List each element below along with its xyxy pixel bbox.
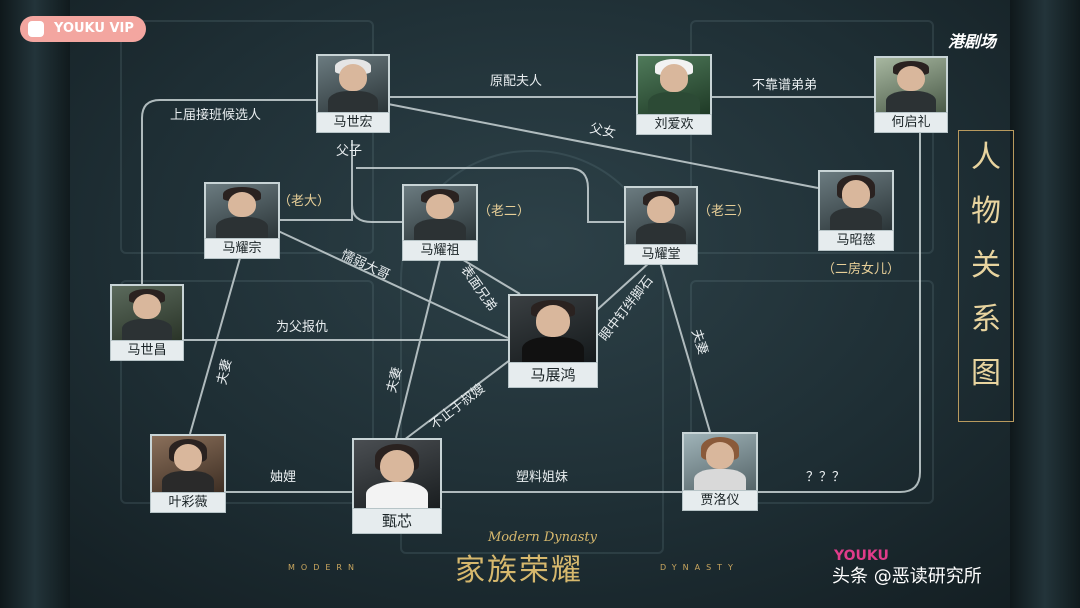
youku-watermark: YOUKU (834, 548, 889, 564)
curtain-left (0, 0, 70, 608)
portrait-photo (682, 432, 758, 492)
person-name: 马昭慈 (818, 230, 894, 251)
portrait-photo (818, 170, 894, 232)
person-name: 何启礼 (874, 112, 948, 133)
portrait-photo (204, 182, 280, 240)
relation-label: 为父报仇 (276, 320, 329, 335)
toutiao-watermark: 头条 @恶读研究所 (832, 566, 982, 587)
show-title-english: Modern Dynasty (488, 530, 598, 545)
person-name: 叶彩薇 (150, 492, 226, 513)
person-name: 贾洛仪 (682, 490, 758, 511)
curtain-right (1010, 0, 1080, 608)
wall-panel (120, 280, 374, 504)
portrait-photo (636, 54, 712, 116)
relation-label: 不靠谱弟弟 (752, 78, 818, 93)
relation-label: 塑料姐妹 (516, 470, 569, 485)
youku-vip-badge: YOUKU VIP (20, 16, 146, 42)
wall-panel (690, 20, 934, 254)
portrait-photo (352, 438, 442, 510)
relation-label: 上届接班候选人 (170, 108, 262, 123)
tag-second: （老二） (478, 204, 531, 219)
person-name: 马展鸿 (508, 362, 598, 388)
person-name: 马耀祖 (402, 240, 478, 261)
portrait-photo (874, 56, 948, 114)
spaced-text-right: DYNASTY (660, 563, 739, 572)
portrait-photo (150, 434, 226, 494)
door-arch (400, 150, 664, 554)
portrait-photo (110, 284, 184, 342)
channel-logo: 港剧场 (948, 32, 997, 51)
person-name: 马耀宗 (204, 238, 280, 259)
tag-second-house-daughter: （二房女儿） (822, 262, 901, 277)
portrait-photo (508, 294, 598, 364)
spaced-text-left: MODERN (288, 563, 360, 572)
wall-panel (690, 280, 934, 504)
tag-third: （老三） (698, 204, 751, 219)
relation-label: 父子 (336, 144, 363, 159)
side-title: 人 物 关 系 图 (958, 130, 1014, 422)
person-name: 马耀堂 (624, 244, 698, 265)
relation-label: 妯娌 (270, 470, 297, 485)
person-name: 刘爱欢 (636, 114, 712, 135)
portrait-photo (316, 54, 390, 114)
heart-icon (28, 21, 44, 37)
tag-eldest: （老大） (278, 194, 331, 209)
person-name: 马世昌 (110, 340, 184, 361)
relation-label: 原配夫人 (490, 74, 543, 89)
person-name: 马世宏 (316, 112, 390, 133)
person-name: 甄芯 (352, 508, 442, 534)
portrait-photo (402, 184, 478, 242)
portrait-photo (624, 186, 698, 246)
show-title: 家族荣耀 (455, 553, 583, 588)
relation-label: ？？？ (806, 470, 846, 485)
